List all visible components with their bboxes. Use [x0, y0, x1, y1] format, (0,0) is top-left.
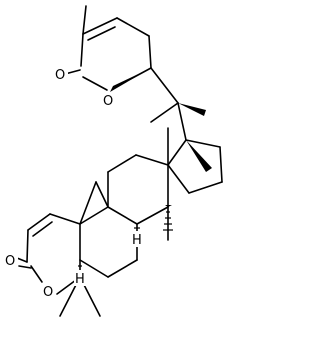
bond [188, 181, 223, 194]
bond [82, 5, 87, 35]
bond [185, 139, 221, 148]
bond [79, 181, 97, 225]
bond [82, 17, 118, 35]
bond [26, 229, 29, 263]
bond [136, 206, 169, 225]
bond [150, 67, 179, 104]
atom-label-ring-oxygen: O [43, 285, 53, 300]
atom-labels: O O O O H H [4, 66, 143, 300]
wedge-bond [186, 140, 212, 172]
atom-label-hydrogen: H [75, 272, 85, 287]
atom-label-carbonyl-oxygen: O [5, 254, 15, 269]
bond [135, 154, 169, 166]
bond [18, 265, 32, 269]
bond [79, 259, 109, 278]
bonds [16, 5, 223, 317]
bond [87, 26, 116, 41]
wedge-bond [178, 103, 206, 116]
bond [27, 213, 51, 231]
bond [107, 154, 137, 173]
bond [80, 33, 84, 67]
bond [167, 164, 190, 194]
atom-label-carbonyl-oxygen: O [55, 68, 65, 83]
bond [30, 265, 43, 283]
atom-label-ring-oxygen: O [103, 94, 113, 109]
bond [150, 102, 179, 123]
bond [107, 259, 138, 278]
bond [32, 221, 53, 237]
atom-label-hydrogen: H [132, 233, 142, 248]
bond [82, 76, 108, 91]
wedge-bond [165, 205, 172, 207]
bond [148, 35, 152, 69]
bond [79, 206, 109, 225]
bond [107, 206, 138, 225]
bond [116, 17, 150, 37]
bond [16, 257, 28, 263]
bond [49, 213, 81, 225]
stereo-bonds [77, 68, 212, 272]
bond [177, 102, 187, 141]
bond [167, 139, 187, 166]
wedge-bond [110, 68, 151, 92]
bond [95, 181, 109, 208]
bond [219, 146, 223, 183]
